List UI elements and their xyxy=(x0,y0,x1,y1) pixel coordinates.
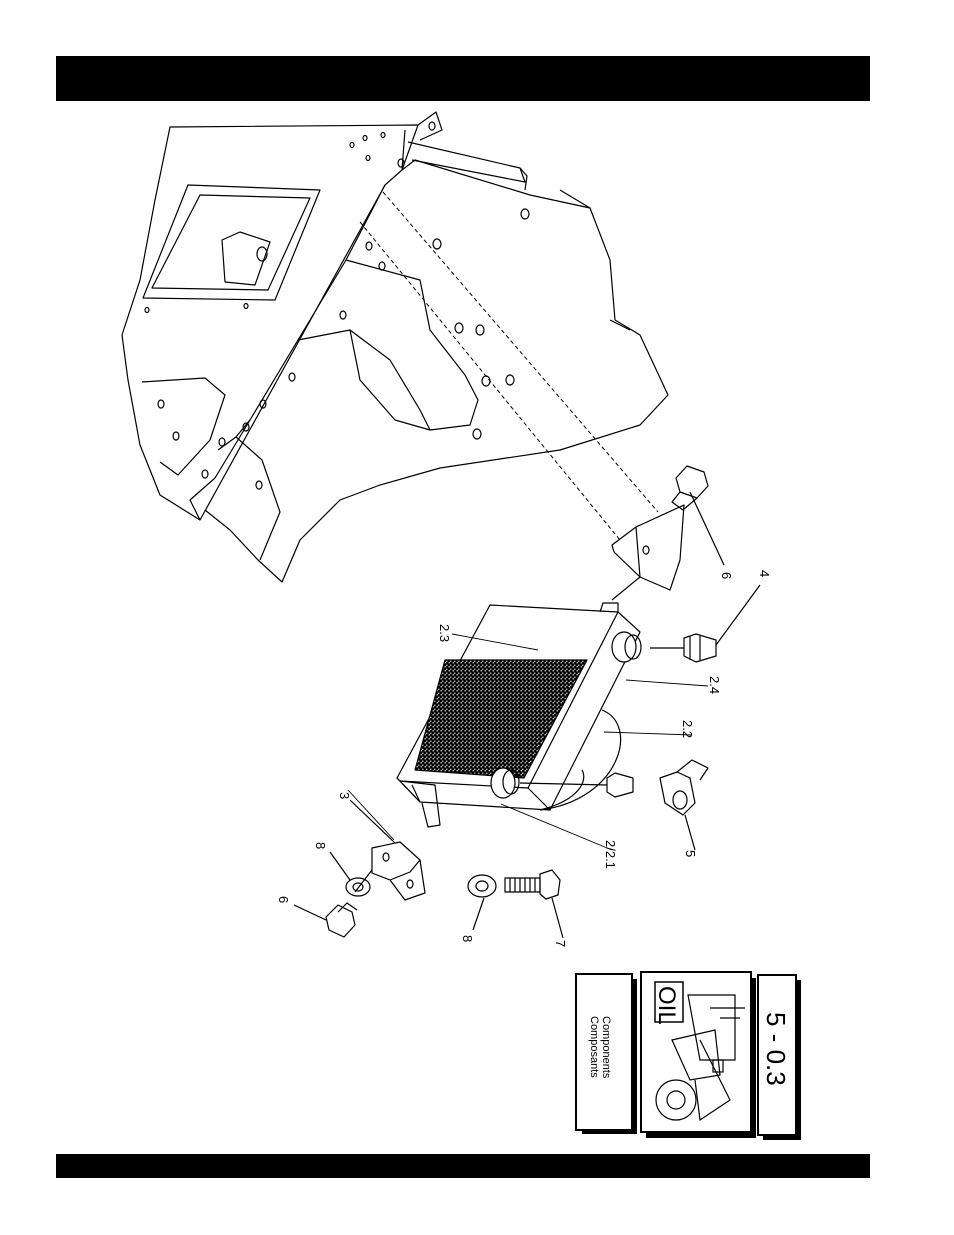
badge-components-text: Components xyxy=(600,1016,612,1079)
callout-8-upper: 8 xyxy=(313,842,328,849)
callout-2-3: 2.3 xyxy=(437,624,452,642)
washer-8-upper xyxy=(330,852,370,896)
callout-2-2: 2.2 xyxy=(680,720,695,738)
callout-3: 3 xyxy=(337,792,352,799)
badge-label-panel: Components Composants xyxy=(576,974,637,1134)
badge-image-panel: OIL xyxy=(641,972,756,1138)
frame-housing xyxy=(122,112,668,582)
callout-6-upper: 6 xyxy=(719,572,734,579)
fitting-4 xyxy=(650,585,760,662)
callout-6-lower: 6 xyxy=(276,896,291,903)
callout-5: 5 xyxy=(683,850,698,857)
lower-mounting-bracket-3 xyxy=(350,800,425,900)
alignment-lines xyxy=(360,192,658,540)
callout-8-lower: 8 xyxy=(460,935,475,942)
oil-cooler-body xyxy=(397,603,641,827)
hex-bolt-6-upper xyxy=(672,466,724,565)
callout-4: 4 xyxy=(757,570,772,577)
callout-7: 7 xyxy=(553,940,568,947)
washer-8-lower xyxy=(468,875,496,930)
badge-page-panel: 5 - 0.3 xyxy=(758,975,801,1140)
section-badge: Components Composants OIL 5 - 0 xyxy=(576,972,801,1140)
footer-bar xyxy=(56,1154,870,1178)
hex-bolt-7 xyxy=(505,870,563,938)
callout-2-2-1: 2/2.1 xyxy=(603,840,618,869)
page-number: 5 - 0.3 xyxy=(761,1012,791,1086)
hex-bolt-6-lower xyxy=(294,903,357,937)
badge-oil-label: OIL xyxy=(653,986,680,1025)
badge-composants-text: Composants xyxy=(588,1016,600,1078)
upper-mounting-bracket xyxy=(612,505,684,600)
callout-2-4: 2.4 xyxy=(707,676,722,694)
